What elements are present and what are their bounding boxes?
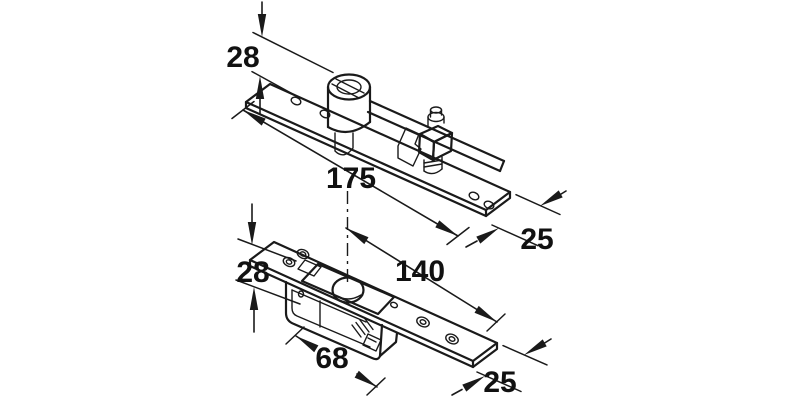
- dim-top-length: 175: [231, 100, 470, 246]
- screw-hole: [483, 200, 495, 210]
- floor-plate: [248, 240, 499, 369]
- pivot-pin: [334, 132, 354, 156]
- countersunk-hole: [296, 248, 310, 260]
- top-plate: [244, 82, 512, 218]
- screw-hole: [389, 301, 399, 309]
- dim-label-top-width: 25: [520, 223, 553, 256]
- dim-label-bottom-height: 28: [236, 256, 269, 289]
- pivot-bushing: [326, 73, 372, 156]
- dim-label-top-height: 28: [226, 41, 259, 74]
- dim-label-top-length: 175: [326, 162, 376, 195]
- dim-bottom-height: 28: [235, 203, 301, 333]
- housing-box: [284, 280, 399, 361]
- dim-box-length: 68: [285, 326, 386, 396]
- adjustment-bolt: [427, 106, 445, 127]
- dim-top-height: 28: [226, 1, 334, 115]
- spring-coil: [351, 316, 374, 338]
- countersunk-hole: [416, 316, 430, 328]
- dim-label-box-length: 68: [315, 342, 348, 375]
- dim-label-bottom-width: 25: [483, 366, 516, 399]
- countersunk-hole: [282, 256, 296, 268]
- floor-pivot-assembly: [248, 240, 499, 369]
- dim-bottom-width: 25: [451, 338, 552, 399]
- clamp-bracket: [397, 127, 422, 167]
- clamp-block: [397, 106, 454, 175]
- cutout-opening: [300, 262, 396, 316]
- screw-hole: [468, 191, 480, 201]
- dim-label-bottom-length: 140: [395, 255, 445, 288]
- threaded-stub: [423, 156, 443, 175]
- detail-hole: [297, 290, 305, 298]
- square-opening: [297, 259, 322, 277]
- screw-hole: [319, 109, 331, 119]
- top-pivot-assembly: [244, 73, 512, 218]
- adjuster-block: [362, 333, 382, 352]
- pivot-slot: [335, 78, 365, 94]
- dim-top-width: 25: [465, 190, 567, 256]
- dim-bottom-length: 140: [345, 227, 506, 332]
- countersunk-hole: [445, 333, 459, 345]
- screw-hole: [290, 96, 302, 106]
- dimension-annotations: 28 175 25 28: [226, 1, 567, 399]
